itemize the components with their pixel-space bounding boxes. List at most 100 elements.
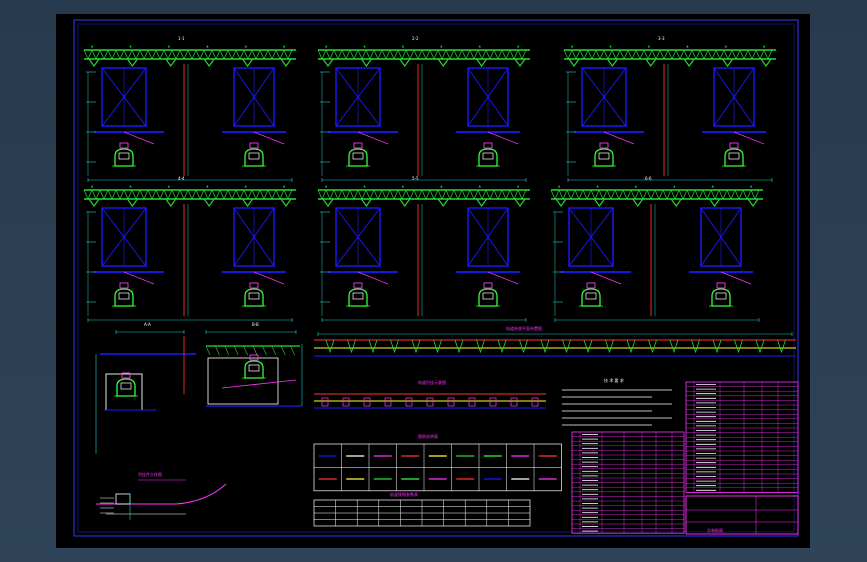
hang-clamp — [363, 397, 371, 407]
truss-web — [143, 49, 149, 60]
truss-web — [594, 189, 600, 200]
section-b-web — [252, 345, 258, 356]
truss-web — [583, 49, 589, 60]
truss-web — [473, 49, 479, 60]
legend-table: 图例说明表 — [313, 433, 562, 492]
truss-web — [199, 49, 205, 60]
truss-web — [171, 49, 177, 60]
truss-web — [239, 189, 245, 200]
detail-box — [115, 493, 131, 505]
truss-web — [563, 49, 569, 60]
truss-web — [211, 189, 217, 200]
truss-web — [658, 189, 664, 200]
truss-web — [283, 189, 289, 200]
truss-web — [325, 189, 331, 200]
truss-web — [433, 49, 439, 60]
param-table: 轨道规格参数表 — [313, 491, 531, 527]
drawing-sheet: 1-1▲▲▲▲▲▲2-2▲▲▲▲▲▲3-3▲▲▲▲▲▲4-4▲▲▲▲▲▲5-5▲… — [56, 14, 810, 548]
truss-hanger — [88, 58, 100, 67]
truss-web — [163, 189, 169, 200]
legend-title: 图例说明表 — [418, 433, 438, 439]
truss-web — [425, 49, 431, 60]
truss-web — [711, 49, 717, 60]
rail-hang-title: 轨道吊挂示意图 — [418, 379, 446, 385]
truss-web — [610, 189, 616, 200]
truss-web — [389, 49, 395, 60]
car-body — [348, 288, 368, 307]
truss-web — [131, 189, 137, 200]
node-mark: ▲ — [363, 184, 366, 188]
truss-web — [662, 189, 668, 200]
truss-web — [742, 189, 748, 200]
truss-web — [739, 49, 745, 60]
truss-web — [735, 49, 741, 60]
inner-frame — [77, 23, 795, 533]
truss-web — [255, 49, 261, 60]
truss-web — [389, 189, 395, 200]
truss-web — [731, 49, 737, 60]
truss-web — [377, 189, 383, 200]
truss-web — [369, 189, 375, 200]
truss-web — [643, 49, 649, 60]
truss-web — [714, 189, 720, 200]
leader-line — [123, 271, 155, 285]
truss-web — [654, 189, 660, 200]
rail-support — [562, 339, 571, 354]
car-bogie — [586, 282, 596, 289]
section-b-web — [215, 345, 220, 356]
truss-hanger — [555, 198, 567, 207]
truss-web — [595, 49, 601, 60]
truss-web — [287, 189, 293, 200]
truss-web — [465, 49, 471, 60]
truss-web — [381, 49, 387, 60]
truss-web — [207, 49, 213, 60]
truss-web — [457, 189, 463, 200]
truss-hanger — [437, 198, 449, 207]
car-window — [482, 292, 494, 300]
truss-web — [329, 189, 335, 200]
truss-web — [135, 49, 141, 60]
truss-web — [659, 49, 665, 60]
rail-support — [411, 339, 421, 354]
truss-web — [163, 49, 169, 60]
elevation-panel: 2-2▲▲▲▲▲▲ — [317, 36, 530, 182]
truss-web — [509, 49, 515, 60]
leader-line — [253, 271, 285, 285]
truss-web — [119, 189, 125, 200]
truss-web — [683, 49, 689, 60]
truss-web — [481, 189, 487, 200]
hang-clamp — [384, 397, 392, 407]
truss-web — [417, 49, 423, 60]
node-mark: ▲ — [283, 44, 286, 48]
truss-hanger — [437, 58, 449, 67]
truss-web — [702, 189, 708, 200]
truss-web — [321, 189, 327, 200]
truss-hanger — [645, 58, 657, 67]
node-mark: ▲ — [571, 44, 574, 48]
node-mark: ▲ — [245, 44, 248, 48]
truss-web — [357, 49, 363, 60]
node-mark: ▲ — [479, 184, 482, 188]
truss-web — [219, 189, 225, 200]
truss-web — [517, 189, 523, 200]
truss-web — [135, 189, 141, 200]
drawing-title: 总装配图 — [707, 527, 723, 533]
truss-web — [123, 189, 129, 200]
truss-web — [433, 189, 439, 200]
truss-web — [397, 49, 403, 60]
truss-web — [409, 49, 415, 60]
truss-web — [263, 189, 269, 200]
car-body — [244, 360, 264, 379]
truss-hanger — [399, 198, 411, 207]
truss-web — [345, 49, 351, 60]
truss-web — [195, 49, 201, 60]
rail-support — [540, 339, 550, 354]
rail-support — [712, 339, 722, 354]
truss-web — [231, 189, 237, 200]
small-detail: 吊挂件大样图 — [96, 471, 227, 520]
truss-web — [441, 189, 447, 200]
truss-web — [191, 189, 197, 200]
truss-web — [207, 189, 213, 200]
detail-curve — [96, 483, 227, 505]
